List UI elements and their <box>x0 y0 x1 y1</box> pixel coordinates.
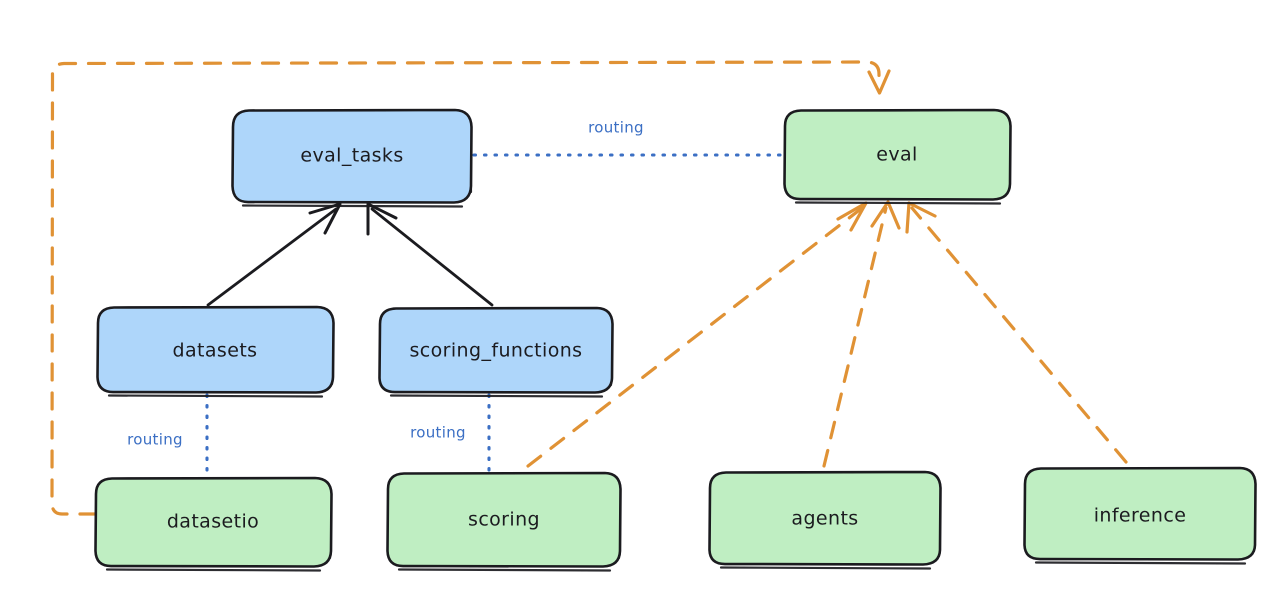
node-scoring_functions[interactable]: scoring_functions <box>378 306 614 398</box>
edge-label-routing-scoring: routing <box>410 424 466 442</box>
node-agents[interactable]: agents <box>708 470 942 570</box>
arrowhead-orange-eval-top <box>867 69 891 95</box>
edge-scoring_functions-to-eval_tasks <box>366 202 494 307</box>
node-label-eval: eval <box>876 144 917 166</box>
edge-datasetio-to-eval <box>50 60 891 516</box>
edge-label-routing-datasetio: routing <box>127 431 183 449</box>
node-label-scoring: scoring <box>468 509 540 531</box>
node-label-scoring_functions: scoring_functions <box>410 340 583 362</box>
node-datasets[interactable]: datasets <box>96 305 335 398</box>
node-label-agents: agents <box>791 508 858 530</box>
node-label-datasets: datasets <box>173 340 258 362</box>
arrowhead-orange-from-agents <box>870 200 901 230</box>
node-label-eval_tasks: eval_tasks <box>300 145 403 167</box>
node-label-datasetio: datasetio <box>167 511 259 533</box>
node-inference[interactable]: inference <box>1023 466 1257 565</box>
edge-label-routing-eval: routing <box>588 119 644 137</box>
arrowhead-black-from-datasets <box>308 202 342 235</box>
node-eval_tasks[interactable]: eval_tasks <box>231 108 473 208</box>
node-datasetio[interactable]: datasetio <box>94 476 333 572</box>
node-label-inference: inference <box>1094 505 1187 527</box>
edge-inference-to-eval <box>905 201 1128 464</box>
arrowhead-black-from-scoring-functions <box>366 202 398 236</box>
node-eval[interactable]: eval <box>783 108 1012 205</box>
edge-datasets-to-eval_tasks <box>206 202 342 307</box>
node-scoring[interactable]: scoring <box>386 471 622 572</box>
edge-agents-to-eval <box>822 200 901 468</box>
